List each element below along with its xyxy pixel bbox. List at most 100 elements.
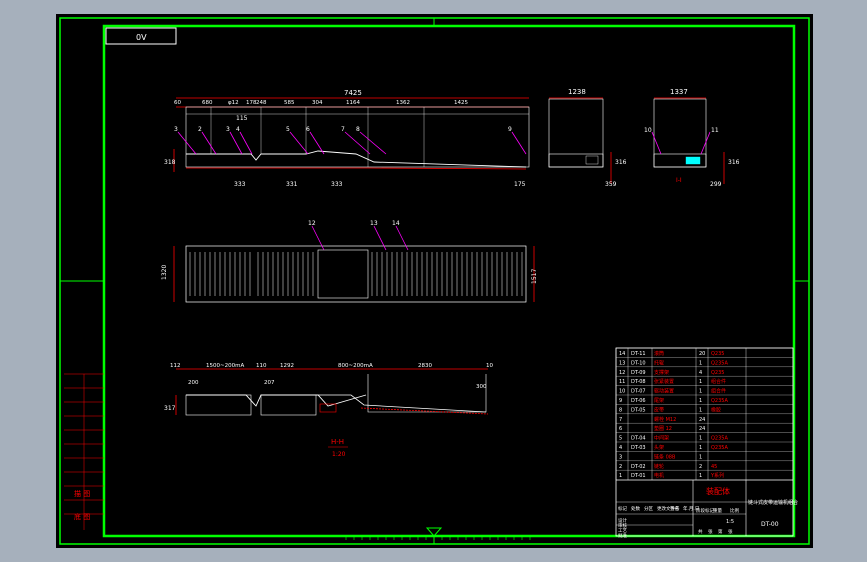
part-code: DT-04	[631, 436, 646, 442]
tb-header-cell: 标记	[618, 505, 627, 512]
side-belt	[186, 394, 367, 407]
side-dim-text: 359	[605, 181, 617, 188]
balloon-leader	[309, 131, 325, 155]
chain-dim-text: 680	[202, 100, 213, 106]
chain-dim-text: 60	[174, 100, 181, 106]
part-name: 链条 08B	[654, 453, 676, 460]
belt-path	[186, 150, 527, 168]
part-name: 张紧装置	[654, 378, 674, 385]
chain-dim-text: 585	[284, 100, 295, 106]
part-no: 9	[619, 398, 622, 404]
part-no: 11	[619, 379, 625, 385]
balloon-label: 3	[174, 126, 178, 133]
side-dim-text: 800~200mA	[338, 363, 373, 369]
side-tail-frame	[367, 374, 487, 413]
part-no: 13	[619, 360, 625, 366]
side-dim-text: 300	[476, 384, 487, 390]
part-no: 4	[619, 445, 622, 451]
part-qty: 1	[699, 454, 702, 460]
side-belt-return	[360, 407, 489, 415]
part-code: DT-11	[631, 351, 646, 357]
part-no: 6	[619, 426, 622, 432]
part-material: Q235A	[711, 436, 728, 442]
sub-dim-text: 115	[236, 115, 248, 122]
part-code: DT-07	[631, 389, 646, 395]
part-qty: 1	[699, 360, 702, 366]
left-dim-text: 1320	[161, 265, 168, 280]
part-no: 3	[619, 454, 622, 460]
end-view-2: 1337 10 11 316 299 I-I	[644, 88, 740, 188]
part-qty: 1	[699, 407, 702, 413]
part-code: DT-06	[631, 398, 646, 404]
part-material: Q235	[711, 351, 724, 357]
part-material: 组合件	[711, 378, 726, 385]
balloon-label: 4	[236, 126, 240, 133]
part-name: 托辊	[654, 359, 664, 366]
end-view-1: 1238 316 359	[548, 88, 627, 188]
part-qty: 24	[699, 417, 705, 423]
end-motor	[585, 155, 599, 165]
balloon-label: 5	[286, 126, 290, 133]
side-dim-text: 318	[164, 159, 176, 166]
balloon-label: 2	[198, 126, 202, 133]
top-view: 1320 1517 12 13 14	[161, 220, 538, 303]
part-material: Q235	[711, 370, 724, 376]
part-no: 8	[619, 407, 622, 413]
right-dim-text: 1517	[531, 269, 538, 284]
side-dim-text: 207	[264, 380, 275, 386]
balloon-label: 11	[711, 127, 719, 134]
balloon-leader	[311, 225, 325, 251]
part-material: 45	[711, 464, 717, 470]
tb-role-cell: 设计	[618, 517, 627, 524]
part-name: 尾架	[654, 398, 664, 404]
part-no: 14	[619, 351, 625, 357]
part-code: DT-09	[631, 370, 646, 376]
part-material: 橡胶	[711, 406, 721, 413]
part-name: 皮带	[654, 406, 664, 413]
drawing-number: DT-00	[761, 521, 779, 528]
tb-header-cell: 年.月.日	[683, 505, 699, 512]
width-dim-text: 1337	[670, 88, 688, 96]
part-no: 10	[619, 389, 625, 395]
part-qty: 1	[699, 445, 702, 451]
side-frame	[260, 394, 317, 416]
scale-label: 1:20	[332, 451, 346, 458]
balloon-label: 10	[644, 127, 652, 134]
part-qty: 1	[699, 389, 702, 395]
tb-header-cell: 更改文件号	[657, 505, 680, 512]
tb-header-cell: 分区	[644, 505, 653, 512]
part-no: 12	[619, 370, 625, 376]
part-name: 中间架	[654, 435, 669, 442]
side-dim-text: 2830	[418, 363, 432, 369]
side-dim-text: 10	[486, 363, 493, 369]
strip-label-top: 描 图	[74, 489, 90, 498]
side-frame	[185, 394, 252, 416]
part-material: 组合件	[711, 388, 726, 395]
end-frame	[548, 98, 604, 168]
outer-border	[59, 17, 810, 545]
orientation-mark	[425, 527, 443, 537]
part-code: DT-01	[631, 473, 646, 479]
balloon-leader	[239, 131, 253, 155]
balloon-label: 13	[370, 220, 378, 227]
balloon-label: 6	[306, 126, 310, 133]
balloon-label: 8	[356, 126, 360, 133]
part-qty: 1	[699, 398, 702, 404]
end-motor-highlight	[685, 156, 701, 165]
side-pulley	[319, 403, 337, 413]
chain-dim-text: 1164	[346, 100, 360, 106]
part-material: Q235A	[711, 445, 728, 451]
part-name: 头架	[654, 444, 664, 451]
section-label: H-H	[331, 438, 344, 446]
chain-dim-text: 1362	[396, 100, 410, 106]
tb-stage-label: 阶段标记	[696, 507, 714, 514]
balloon-label: 14	[392, 220, 400, 227]
tb-sheet-cell: 张	[728, 528, 733, 535]
part-code: DT-08	[631, 379, 646, 385]
tb-sheet-cell: 张	[708, 528, 713, 535]
width-dim-text: 1238	[568, 88, 586, 96]
side-dim-text: 200	[188, 380, 199, 386]
